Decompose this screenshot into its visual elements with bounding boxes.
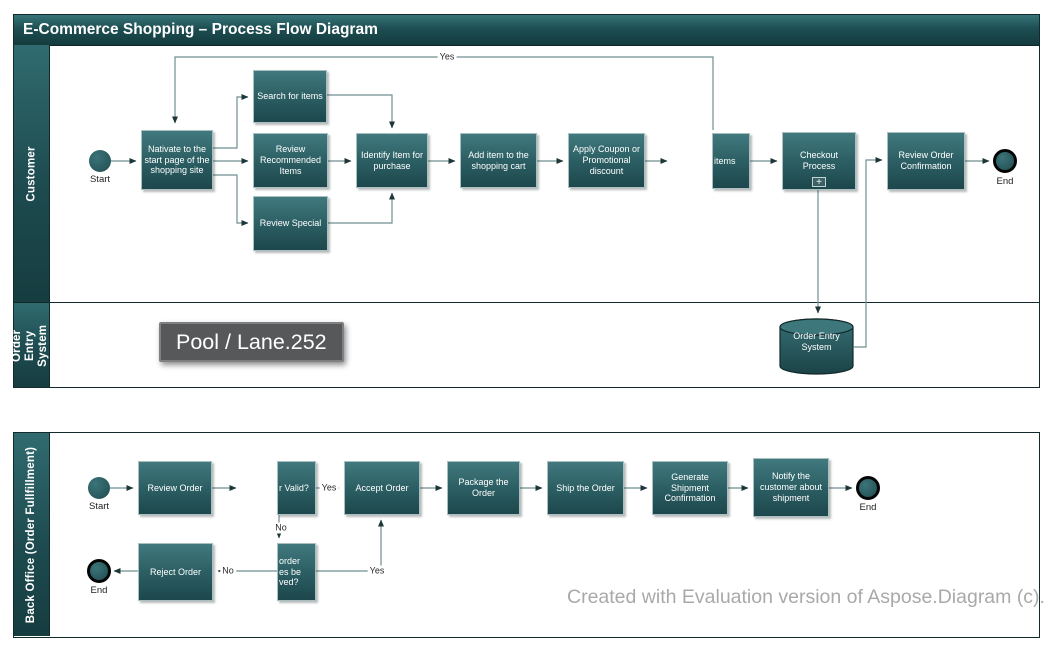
task-identify-item: Identify Item for purchase bbox=[356, 133, 428, 188]
task-ship-order: Ship the Order bbox=[547, 461, 624, 515]
task-items-clipped: items bbox=[712, 133, 750, 189]
edge-label-yes2: Yes bbox=[367, 565, 387, 577]
lane-label-customer: Customer bbox=[25, 145, 38, 202]
start-event-backoffice-label: Start bbox=[88, 501, 110, 512]
task-reject-order: Reject Order bbox=[138, 543, 213, 601]
end-event-customer bbox=[993, 149, 1017, 173]
task-accept-order: Accept Order bbox=[344, 461, 420, 515]
task-review-special: Review Special bbox=[253, 196, 328, 251]
end-event-backoffice-right-label: End bbox=[859, 502, 877, 513]
evaluation-watermark: Created with Evaluation version of Aspos… bbox=[567, 586, 1045, 608]
edge-label-no1: No bbox=[273, 522, 289, 534]
task-review-order-confirmation: Review Order Confirmation bbox=[887, 132, 965, 190]
lane-label-back-office: Back Office (Order Fullfillment) bbox=[25, 446, 38, 623]
end-event-customer-label: End bbox=[996, 176, 1014, 187]
task-review-recommended: Review Recommended Items bbox=[253, 133, 328, 188]
task-notify-customer: Notify the customer about shipment bbox=[753, 458, 829, 517]
database-order-entry-system: Order Entry System bbox=[779, 318, 854, 376]
end-event-backoffice-left-label: End bbox=[90, 585, 108, 596]
task-navigate-start-page: Nativate to the start page of the shoppi… bbox=[141, 130, 213, 190]
task-search-items: Search for items bbox=[253, 70, 327, 123]
pool-lane-tooltip: Pool / Lane.252 bbox=[159, 322, 344, 362]
task-add-item-cart: Add item to the shopping cart bbox=[460, 133, 537, 188]
end-event-backoffice-right bbox=[856, 476, 880, 500]
task-generate-shipment-confirmation: Generate Shipment Confirmation bbox=[652, 461, 728, 515]
end-event-backoffice-left bbox=[87, 559, 111, 583]
lane-strip-order-entry: Order Entry System bbox=[11, 303, 51, 388]
lane-divider bbox=[14, 302, 1039, 304]
lane-strip-customer: Customer bbox=[14, 45, 50, 302]
start-event-backoffice bbox=[88, 477, 110, 499]
start-event-customer-label: Start bbox=[89, 174, 111, 185]
lane-label-order-entry: Order Entry System bbox=[11, 324, 51, 367]
lane-strip-back-office: Back Office (Order Fullfillment) bbox=[14, 433, 50, 636]
subprocess-plus-icon: + bbox=[812, 177, 826, 188]
database-label: Order Entry System bbox=[793, 331, 840, 353]
task-order-valid-clipped: r Valid? bbox=[277, 461, 316, 515]
task-checkout-process: Checkout Process + bbox=[782, 132, 856, 190]
edge-label-yes1: Yes bbox=[319, 482, 339, 494]
task-review-order: Review Order bbox=[138, 461, 212, 515]
task-apply-coupon: Apply Coupon or Promotional discount bbox=[568, 133, 645, 188]
pool-title: E-Commerce Shopping – Process Flow Diagr… bbox=[14, 15, 1039, 46]
task-package-order: Package the Order bbox=[447, 461, 520, 515]
task-resolve-clipped: order es be ved? bbox=[277, 543, 316, 601]
edge-label-no2: No bbox=[220, 565, 236, 577]
start-event-customer bbox=[89, 150, 111, 172]
edge-label-yes-top: Yes bbox=[437, 51, 457, 63]
